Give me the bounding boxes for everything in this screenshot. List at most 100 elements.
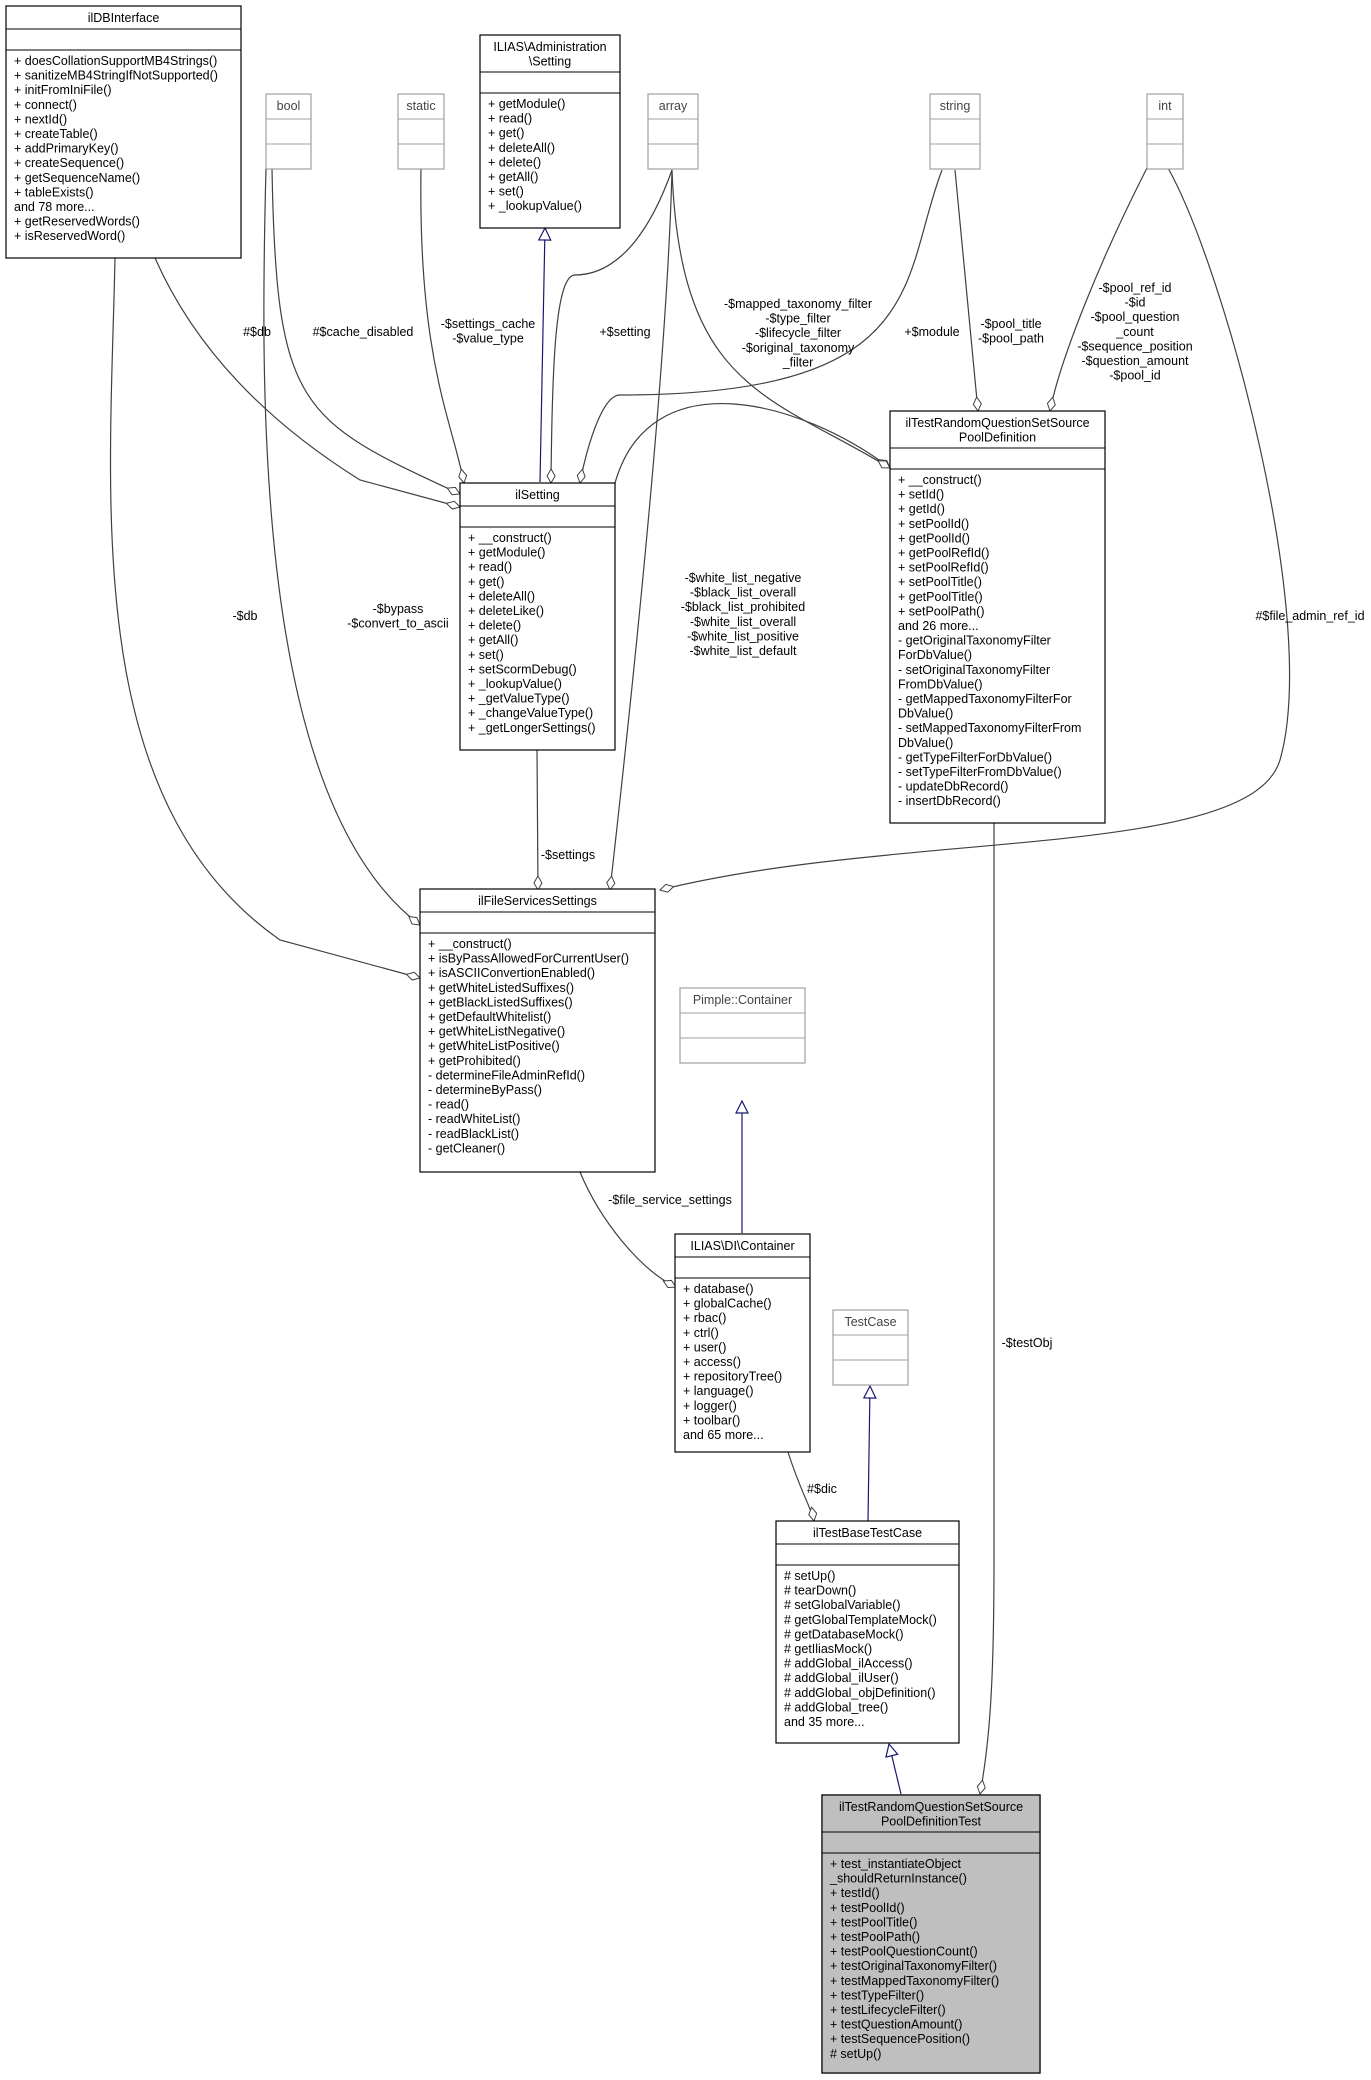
- edge-label-test-obj: -$testObj: [1002, 1336, 1053, 1350]
- class-int: int: [1146, 93, 1184, 170]
- edge-dbinterface-fileservices: [109, 257, 421, 981]
- edge-label-line: _filter: [782, 355, 814, 369]
- class-pool-definition: ilTestRandomQuestionSetSourcePoolDefinit…: [889, 410, 1106, 824]
- method-repositorytree: + repositoryTree(): [683, 1370, 782, 1384]
- method-getpoolrefid: + getPoolRefId(): [898, 546, 989, 560]
- method-connect: + connect(): [14, 98, 77, 112]
- edge-labels: #$db #$cache_disabled -$settings_cache-$…: [232, 281, 1364, 1496]
- edge-ilsetting-pooldef: [614, 403, 891, 484]
- edge-pooldef-pooldeftest: [976, 823, 995, 1795]
- method-access: + access(): [683, 1355, 741, 1369]
- edge-bool-fileservices: [263, 167, 421, 926]
- method-getpooltitle: + getPoolTitle(): [898, 590, 983, 604]
- method-construct: + __construct(): [898, 473, 982, 487]
- class-title: ilDBInterface: [88, 11, 160, 25]
- method-testmappedtaxonomyfilter: + testMappedTaxonomyFilter(): [830, 1974, 999, 1988]
- class-title: bool: [277, 99, 301, 113]
- method-setoriginaltaxonomyfilter: - setOriginalTaxonomyFilter: [898, 663, 1050, 677]
- method-set: + set(): [488, 185, 524, 199]
- method-getmodule: + getModule(): [488, 97, 565, 111]
- method-getdatabasemock: # getDatabaseMock(): [784, 1627, 904, 1641]
- edge-label-line: -$pool_title: [980, 317, 1041, 331]
- class-title: int: [1158, 99, 1172, 113]
- method-getmodule: + getModule(): [468, 546, 545, 560]
- class-box-frame: [832, 1309, 909, 1386]
- method-globalcache: + globalCache(): [683, 1297, 772, 1311]
- method-setpoolrefid: + setPoolRefId(): [898, 561, 989, 575]
- method-testoriginaltaxonomyfilter: + testOriginalTaxonomyFilter(): [830, 1959, 997, 1973]
- class-box-frame: [647, 93, 699, 170]
- method-fromdbvalue: FromDbValue(): [898, 677, 983, 691]
- method-getblacklistedsuffixes: + getBlackListedSuffixes(): [428, 995, 573, 1009]
- method-and-35-more: and 35 more...: [784, 1715, 865, 1729]
- edge-label-settings: -$settings: [541, 848, 595, 862]
- edge-label-db-file: -$db: [232, 609, 257, 623]
- class-title: ilTestBaseTestCase: [813, 1526, 922, 1540]
- method-getcleaner: - getCleaner(): [428, 1141, 505, 1155]
- method-and-26-more: and 26 more...: [898, 619, 979, 633]
- method-testpoolid: + testPoolId(): [830, 1901, 905, 1915]
- class-title: ILIAS\Administration: [493, 40, 606, 54]
- edge-label-line: -$bypass: [373, 602, 424, 616]
- edge-ilsetting-fileservices: [533, 749, 543, 892]
- method-testpooltitle: + testPoolTitle(): [830, 1915, 917, 1929]
- method-testlifecyclefilter: + testLifecycleFilter(): [830, 2003, 946, 2017]
- edge-label-line: -$pool_question: [1091, 310, 1180, 324]
- class-title: Pimple::Container: [693, 993, 792, 1007]
- class-title: ilFileServicesSettings: [478, 894, 597, 908]
- method-user: + user(): [683, 1340, 726, 1354]
- edge-label-db-setting: #$db: [243, 325, 271, 339]
- edge-label-line: -$settings: [541, 848, 595, 862]
- method-setmappedtaxonomyfilterfrom: - setMappedTaxonomyFilterFrom: [898, 721, 1081, 735]
- method-tableexists: + tableExists(): [14, 185, 94, 199]
- method-lookupvalue: + _lookupValue(): [488, 199, 582, 213]
- method-delete: + delete(): [468, 619, 521, 633]
- method-delete: + delete(): [488, 155, 541, 169]
- class-ilsetting: ilSetting+ __construct()+ getModule()+ r…: [459, 482, 616, 751]
- edge-label-line: #$cache_disabled: [313, 325, 414, 339]
- edges: [109, 167, 1291, 1795]
- edge-label-line: _count: [1115, 325, 1154, 339]
- class-ildbinterface: ilDBInterface+ doesCollationSupportMB4St…: [5, 5, 242, 259]
- edge-fileservices-dicontainer: [579, 1171, 677, 1289]
- class-pool-definition-test: ilTestRandomQuestionSetSourcePoolDefinit…: [821, 1794, 1041, 2074]
- method-readwhitelist: - readWhiteList(): [428, 1112, 520, 1126]
- edge-label-line: -$pool_ref_id: [1099, 281, 1172, 295]
- class-box-frame: [265, 93, 312, 170]
- method-getsequencename: + getSequenceName(): [14, 171, 140, 185]
- edge-label-line: -$id: [1125, 296, 1146, 310]
- method-fordbvalue: ForDbValue(): [898, 648, 972, 662]
- class-pimple-container: Pimple::Container: [679, 987, 806, 1064]
- method-dbvalue: DbValue(): [898, 736, 953, 750]
- method-testtypefilter: + testTypeFilter(): [830, 1988, 924, 2002]
- class-ilfileservicessettings: ilFileServicesSettings+ __construct()+ i…: [419, 888, 656, 1173]
- method-testsequenceposition: + testSequencePosition(): [830, 2032, 970, 2046]
- edge-label-line: -$white_list_negative: [685, 571, 802, 585]
- method-test-instantiateobject: + test_instantiateObject: [830, 1857, 962, 1871]
- method-setpoolpath: + setPoolPath(): [898, 604, 985, 618]
- method-setup: # setUp(): [784, 1569, 835, 1583]
- edge-dicontainer-basetestcase: [787, 1451, 818, 1522]
- method-deleteall: + deleteAll(): [468, 589, 535, 603]
- method-updatedbrecord: - updateDbRecord(): [898, 780, 1008, 794]
- edge-label-line: -$question_amount: [1081, 354, 1189, 368]
- class-box-frame: [397, 93, 445, 170]
- edge-label-line: -$pool_path: [978, 332, 1044, 346]
- edge-array-pooldef: [671, 169, 891, 469]
- method-getpoolid: + getPoolId(): [898, 531, 970, 545]
- edge-label-white-lists: -$white_list_negative-$black_list_overal…: [681, 571, 805, 658]
- class-string: string: [929, 93, 981, 170]
- edge-label-line: -$testObj: [1002, 1336, 1053, 1350]
- method-rbac: + rbac(): [683, 1311, 726, 1325]
- edge-label-line: +$setting: [599, 325, 650, 339]
- class-box-frame: [674, 1233, 811, 1453]
- method-setglobalvariable: # setGlobalVariable(): [784, 1598, 901, 1612]
- method-createsequence: + createSequence(): [14, 156, 124, 170]
- method-addglobal-tree: # addGlobal_tree(): [784, 1700, 888, 1714]
- edge-label-bypass: -$bypass-$convert_to_ascii: [347, 602, 448, 631]
- method-getglobaltemplatemock: # getGlobalTemplateMock(): [784, 1613, 937, 1627]
- method-set: + set(): [468, 648, 504, 662]
- class-title: TestCase: [844, 1315, 896, 1329]
- method-getlongersettings: + _getLongerSettings(): [468, 721, 596, 735]
